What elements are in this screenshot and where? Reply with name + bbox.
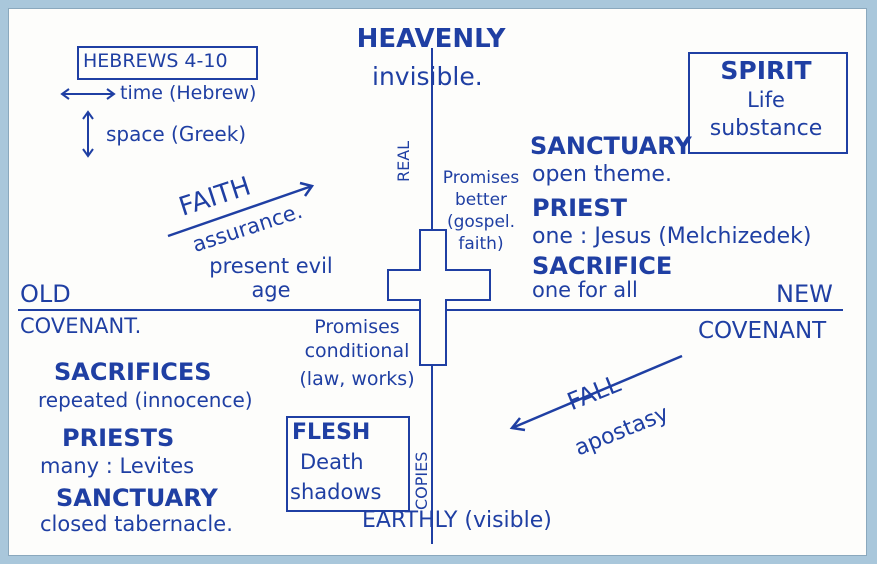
promises-cond-3: (law, works)	[299, 368, 415, 390]
old-sacrifices-title: SACRIFICES	[54, 358, 212, 386]
copies-label: COPIES	[412, 451, 431, 510]
cross-shape	[387, 229, 491, 366]
invisible-label: invisible.	[372, 62, 483, 91]
new-label: NEW	[776, 280, 833, 308]
spirit-title: SPIRIT	[720, 56, 812, 85]
present-age: age	[251, 278, 291, 302]
space-label: space (Greek)	[106, 122, 247, 146]
promises-cond-1: Promises	[314, 316, 400, 338]
promises-better-4: faith)	[458, 234, 504, 254]
present-evil: present evil	[209, 254, 333, 278]
old-sacrifices-desc: repeated (innocence)	[38, 388, 253, 412]
time-label: time (Hebrew)	[120, 82, 257, 104]
hebrews-box	[77, 46, 258, 80]
new-sanctuary-title: SANCTUARY	[530, 132, 692, 160]
old-sanctuary-desc: closed tabernacle.	[40, 512, 233, 536]
spirit-box	[688, 52, 848, 154]
earthly-label: EARTHLY (visible)	[362, 508, 552, 533]
heavenly-title: HEAVENLY	[356, 24, 506, 54]
hebrews-title: HEBREWS 4-10	[83, 50, 228, 72]
new-sacrifice-desc: one for all	[532, 278, 638, 302]
new-covenant-label: COVENANT	[698, 318, 827, 344]
old-priests-title: PRIESTS	[62, 424, 175, 452]
old-label: OLD	[20, 280, 71, 308]
old-priests-desc: many : Levites	[40, 454, 195, 478]
promises-cond-2: conditional	[304, 340, 410, 362]
new-sacrifice-title: SACRIFICE	[532, 252, 673, 280]
new-priest-title: PRIEST	[532, 194, 628, 222]
flesh-box	[286, 416, 410, 512]
fall-arrow-icon	[509, 354, 683, 432]
flesh-title: FLESH	[292, 420, 371, 445]
space-arrow-icon	[82, 110, 94, 158]
promises-better-2: better	[454, 190, 508, 210]
faith-arrow-icon	[167, 181, 315, 238]
promises-better-1: Promises	[442, 168, 520, 188]
promises-better-3: (gospel.	[446, 212, 516, 232]
time-arrow-icon	[60, 88, 116, 100]
spirit-life: Life	[747, 88, 785, 112]
spirit-substance: substance	[709, 116, 823, 141]
flesh-shadows: shadows	[290, 480, 382, 504]
old-sanctuary-title: SANCTUARY	[56, 484, 218, 512]
old-covenant-label: COVENANT.	[20, 314, 142, 338]
real-label: REAL	[394, 140, 413, 182]
new-priest-desc: one : Jesus (Melchizedek)	[532, 224, 812, 249]
new-sanctuary-desc: open theme.	[532, 162, 672, 187]
flesh-death: Death	[300, 450, 364, 474]
